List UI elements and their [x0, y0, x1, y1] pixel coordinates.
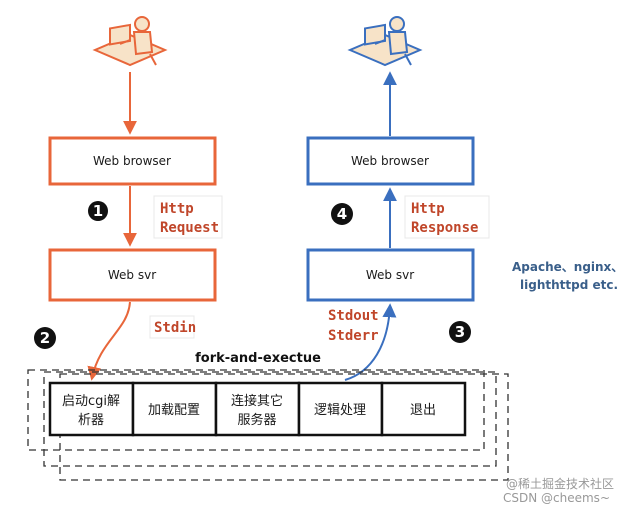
- right-user-computer-icon: [347, 16, 423, 67]
- svg-text:2: 2: [40, 329, 50, 347]
- svg-text:Request: Request: [160, 220, 219, 236]
- left-user-computer-icon: [92, 16, 168, 67]
- stdin-label: Stdin: [149, 315, 196, 339]
- pipeline-stages: 启动cgi解 析器 加载配置 连接其它 服务器 逻辑处理 退出: [48, 381, 467, 437]
- fork-and-execute-title: fork-and-exectue: [195, 351, 321, 366]
- stage-exit-line1: 退出: [410, 403, 436, 418]
- svg-text:3: 3: [455, 323, 465, 341]
- svg-text:Http: Http: [160, 201, 194, 217]
- stage-connect-line2: 服务器: [237, 412, 276, 428]
- step-3-badge: 3: [449, 321, 471, 343]
- watermark-line2: CSDN @cheems~: [503, 491, 610, 505]
- server-examples-line1: Apache、nginx、: [512, 260, 623, 274]
- stage-box-logic: [297, 381, 384, 437]
- left-web-svr-label: Web svr: [108, 268, 156, 282]
- svg-text:Http: Http: [411, 201, 445, 217]
- arrow-svr-to-cgi: [87, 301, 131, 381]
- svg-text:4: 4: [337, 205, 347, 223]
- stage-box-exit: [380, 381, 467, 437]
- stage-cgi-line1: 启动cgi解: [62, 394, 120, 409]
- stage-box-connect: [214, 381, 301, 437]
- right-web-browser-label: Web browser: [351, 154, 429, 168]
- step-4-badge: 4: [331, 203, 353, 225]
- step-2-badge: 2: [34, 327, 56, 349]
- right-web-svr-box: Web svr: [306, 248, 475, 302]
- stage-connect-line1: 连接其它: [231, 393, 283, 409]
- svg-text:Stdin: Stdin: [154, 320, 196, 336]
- stage-cgi-line2: 析器: [78, 413, 104, 428]
- svg-text:Response: Response: [411, 220, 478, 236]
- left-web-browser-box: Web browser: [48, 136, 217, 186]
- server-examples-line2: lighthttpd etc.: [520, 278, 618, 292]
- right-web-browser-box: Web browser: [306, 136, 475, 186]
- watermark-line1: @稀土掘金技术社区: [506, 476, 614, 491]
- left-web-browser-label: Web browser: [93, 154, 171, 168]
- svg-text:Stderr: Stderr: [328, 328, 379, 344]
- http-response-label: Http Response: [404, 195, 490, 239]
- dashed-process-frames: [27, 369, 509, 481]
- svg-text:Stdout: Stdout: [328, 308, 379, 324]
- step-1-badge: 1: [88, 201, 108, 221]
- left-web-svr-box: Web svr: [48, 248, 217, 302]
- stdout-stderr-label: Stdout Stderr: [328, 308, 379, 344]
- stage-config-line1: 加载配置: [148, 403, 200, 418]
- arrow-logic-to-svr: [344, 303, 397, 381]
- http-request-label: Http Request: [153, 195, 223, 239]
- svg-text:1: 1: [93, 202, 103, 220]
- stage-logic-line1: 逻辑处理: [314, 403, 366, 418]
- right-web-svr-label: Web svr: [366, 268, 414, 282]
